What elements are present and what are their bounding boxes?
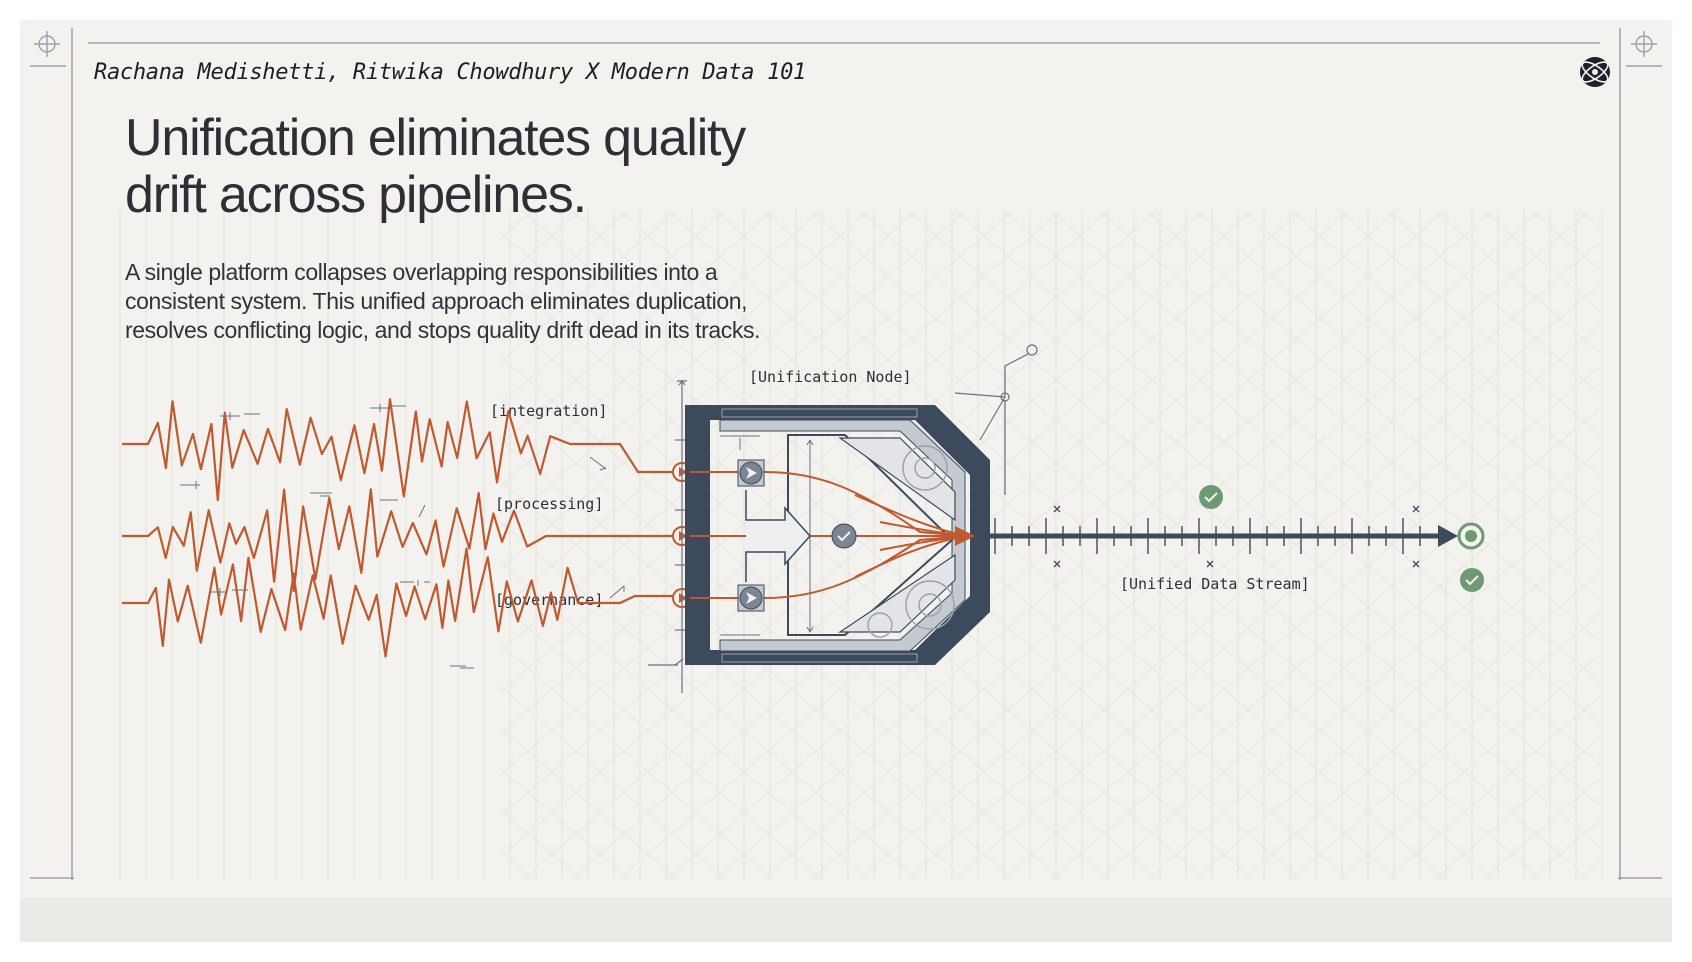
slide-title: Unification eliminates quality drift acr… xyxy=(125,109,746,224)
sensor-probe xyxy=(954,344,1038,495)
globe-logo-icon xyxy=(1580,57,1610,87)
unification-node-label: [Unification Node] xyxy=(749,368,912,386)
crosshair-icon xyxy=(34,31,60,57)
wave-annotations xyxy=(180,404,625,669)
check-icon xyxy=(837,531,851,542)
stream-arrowhead xyxy=(1438,525,1458,547)
bottom-band xyxy=(20,898,1672,942)
check-icon xyxy=(1204,492,1218,503)
gear-icon xyxy=(867,445,955,638)
valve-top xyxy=(737,459,765,487)
frame-decorations xyxy=(30,28,1662,880)
stream-ticks xyxy=(994,518,1421,554)
noisy-signal-processing xyxy=(122,488,576,593)
slide-body: A single platform collapses overlapping … xyxy=(125,259,761,343)
arrow-right-icon xyxy=(746,467,757,479)
arrow-right-icon xyxy=(746,592,757,604)
stream-x-markers xyxy=(1053,505,1420,568)
author-credit: Rachana Medishetti, Ritwika Chowdhury X … xyxy=(94,60,806,85)
unified-stream-label: [Unified Data Stream] xyxy=(1120,575,1310,593)
valve-bottom xyxy=(737,584,765,612)
merge-arrowhead xyxy=(955,526,975,546)
stream-check-badge xyxy=(1199,485,1223,509)
output-check-badge xyxy=(1460,568,1484,592)
validator-check xyxy=(831,523,857,549)
input-connectors xyxy=(576,442,680,605)
noisy-signal-governance xyxy=(122,547,608,658)
noisy-signal-integration xyxy=(122,398,600,502)
input-label-processing: [processing] xyxy=(495,495,603,513)
unification-diagram: [integration] [processing] [governance] xyxy=(122,344,1485,693)
port-arrows xyxy=(679,467,687,603)
input-label-integration: [integration] xyxy=(490,402,607,420)
consolidation-arrow xyxy=(745,490,812,582)
check-icon xyxy=(1465,575,1479,586)
target-icon xyxy=(1457,522,1485,550)
crosshair-icon xyxy=(1631,31,1657,57)
unification-node xyxy=(685,405,990,665)
slide: Rachana Medishetti, Ritwika Chowdhury X … xyxy=(20,20,1672,942)
